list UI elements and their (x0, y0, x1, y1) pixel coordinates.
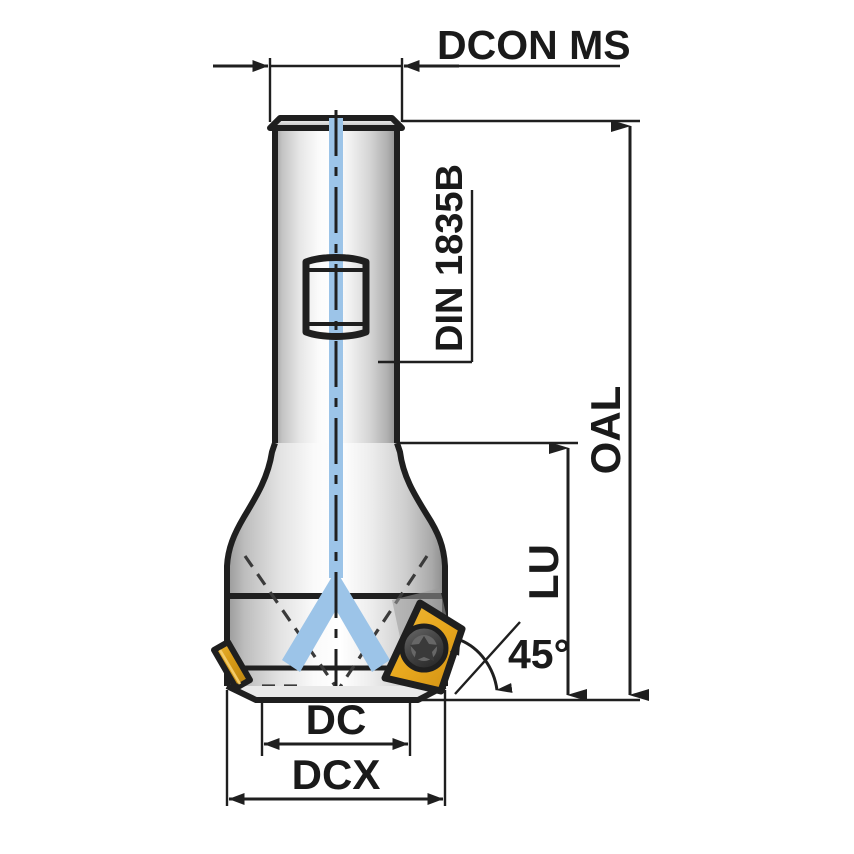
dimension-label-dc: DC (306, 696, 367, 743)
dimension-label-din: DIN 1835B (429, 164, 471, 352)
weldon-flat (302, 254, 370, 340)
coolant-channel (282, 110, 390, 700)
insert-right (381, 588, 466, 695)
dimension-label-dcx: DCX (292, 751, 381, 798)
dimension-angle (449, 621, 521, 695)
insert-left (211, 639, 253, 691)
dimension-label-dcon-ms: DCON MS (437, 22, 631, 68)
extension-lines (225, 58, 640, 806)
dimension-label-lu: LU (520, 544, 567, 600)
dimension-label-angle: 45° (508, 631, 570, 677)
cutting-face (225, 683, 447, 703)
dimension-label-oal: OAL (582, 386, 629, 475)
